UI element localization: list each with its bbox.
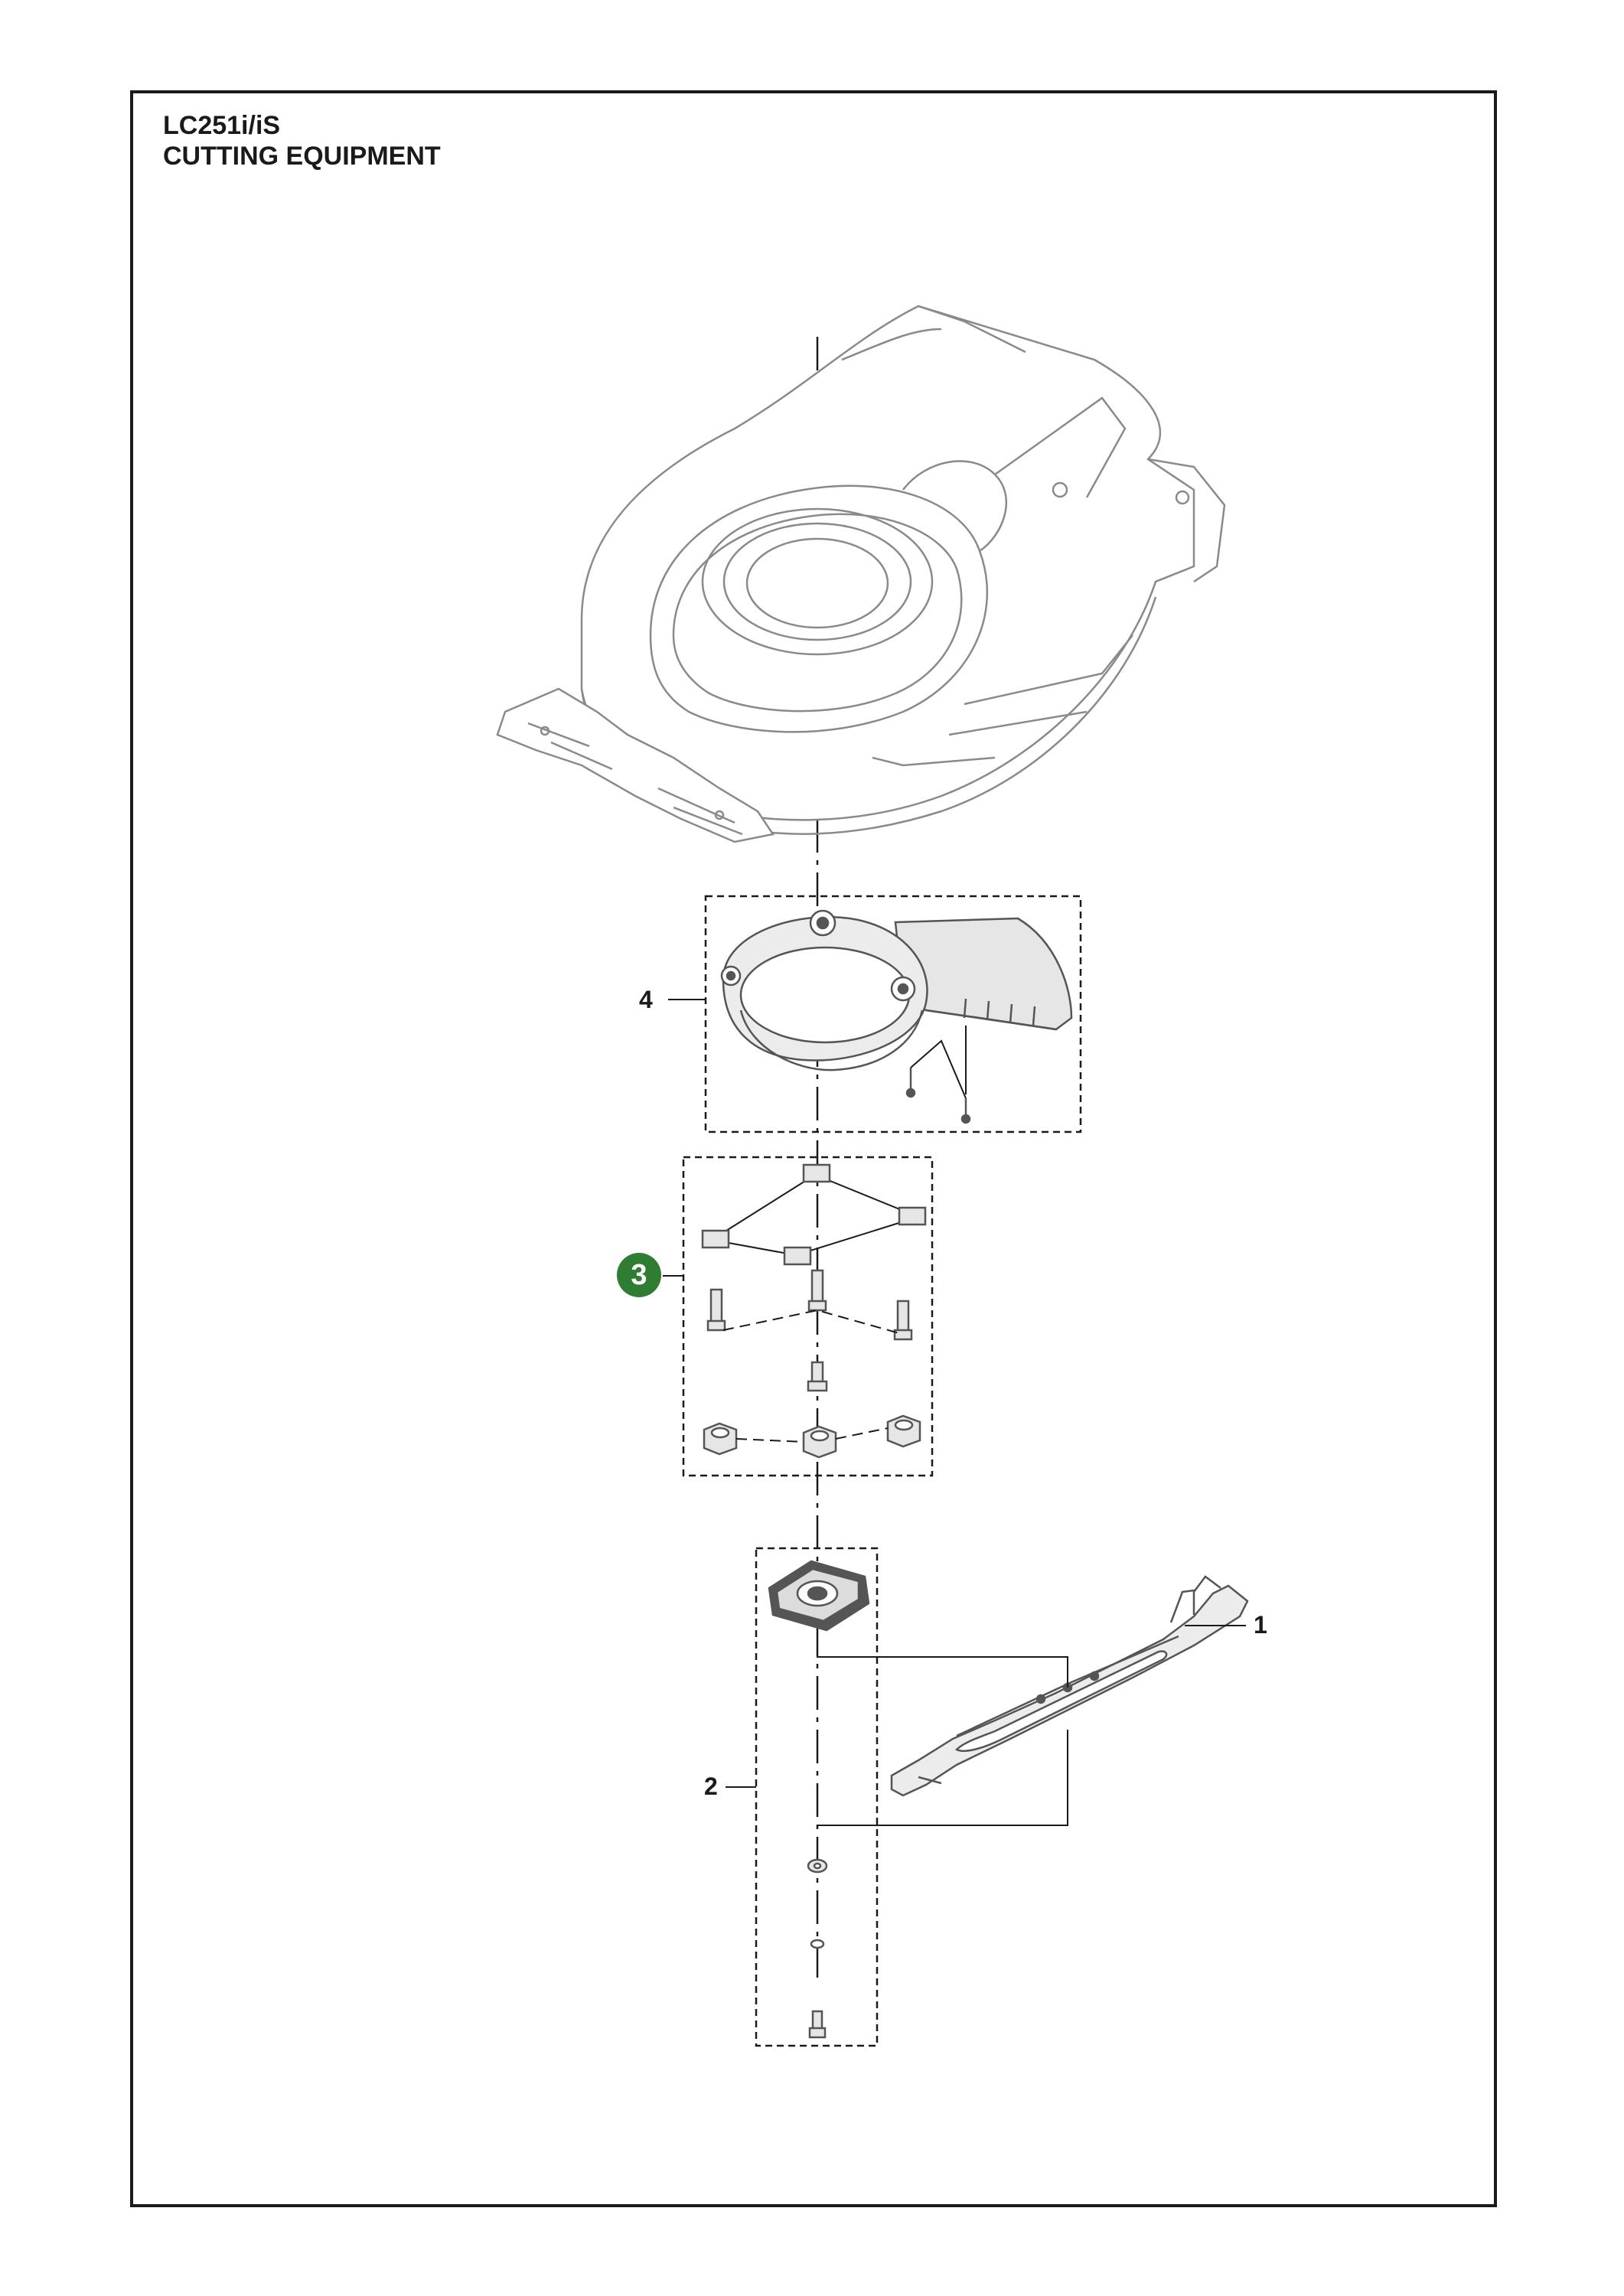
- callout-4[interactable]: 4: [639, 986, 653, 1013]
- fastener-kit-part: [701, 1163, 927, 1459]
- blade-shield-part: [720, 909, 1073, 1124]
- group-box-2: [755, 1547, 879, 2047]
- blade-part: [890, 1575, 1249, 1797]
- group-box-4: [704, 895, 1082, 1133]
- mower-deck: [496, 305, 1226, 843]
- diagram-frame: [130, 90, 1497, 2207]
- group-box-3: [682, 1156, 934, 1477]
- callout-3-highlight-badge[interactable]: 3: [617, 1253, 661, 1297]
- callout-1[interactable]: 1: [1254, 1611, 1267, 1639]
- blade-to-washer-line: [817, 1730, 1068, 1826]
- callout-2[interactable]: 2: [704, 1773, 718, 1800]
- section-name: CUTTING EQUIPMENT: [163, 142, 441, 171]
- model-name: LC251i/iS: [163, 111, 281, 140]
- hub-to-blade-line: [817, 1630, 1068, 1688]
- blade-hub-part: [768, 1560, 870, 2039]
- diagram-title: LC251i/iS CUTTING EQUIPMENT: [163, 110, 441, 171]
